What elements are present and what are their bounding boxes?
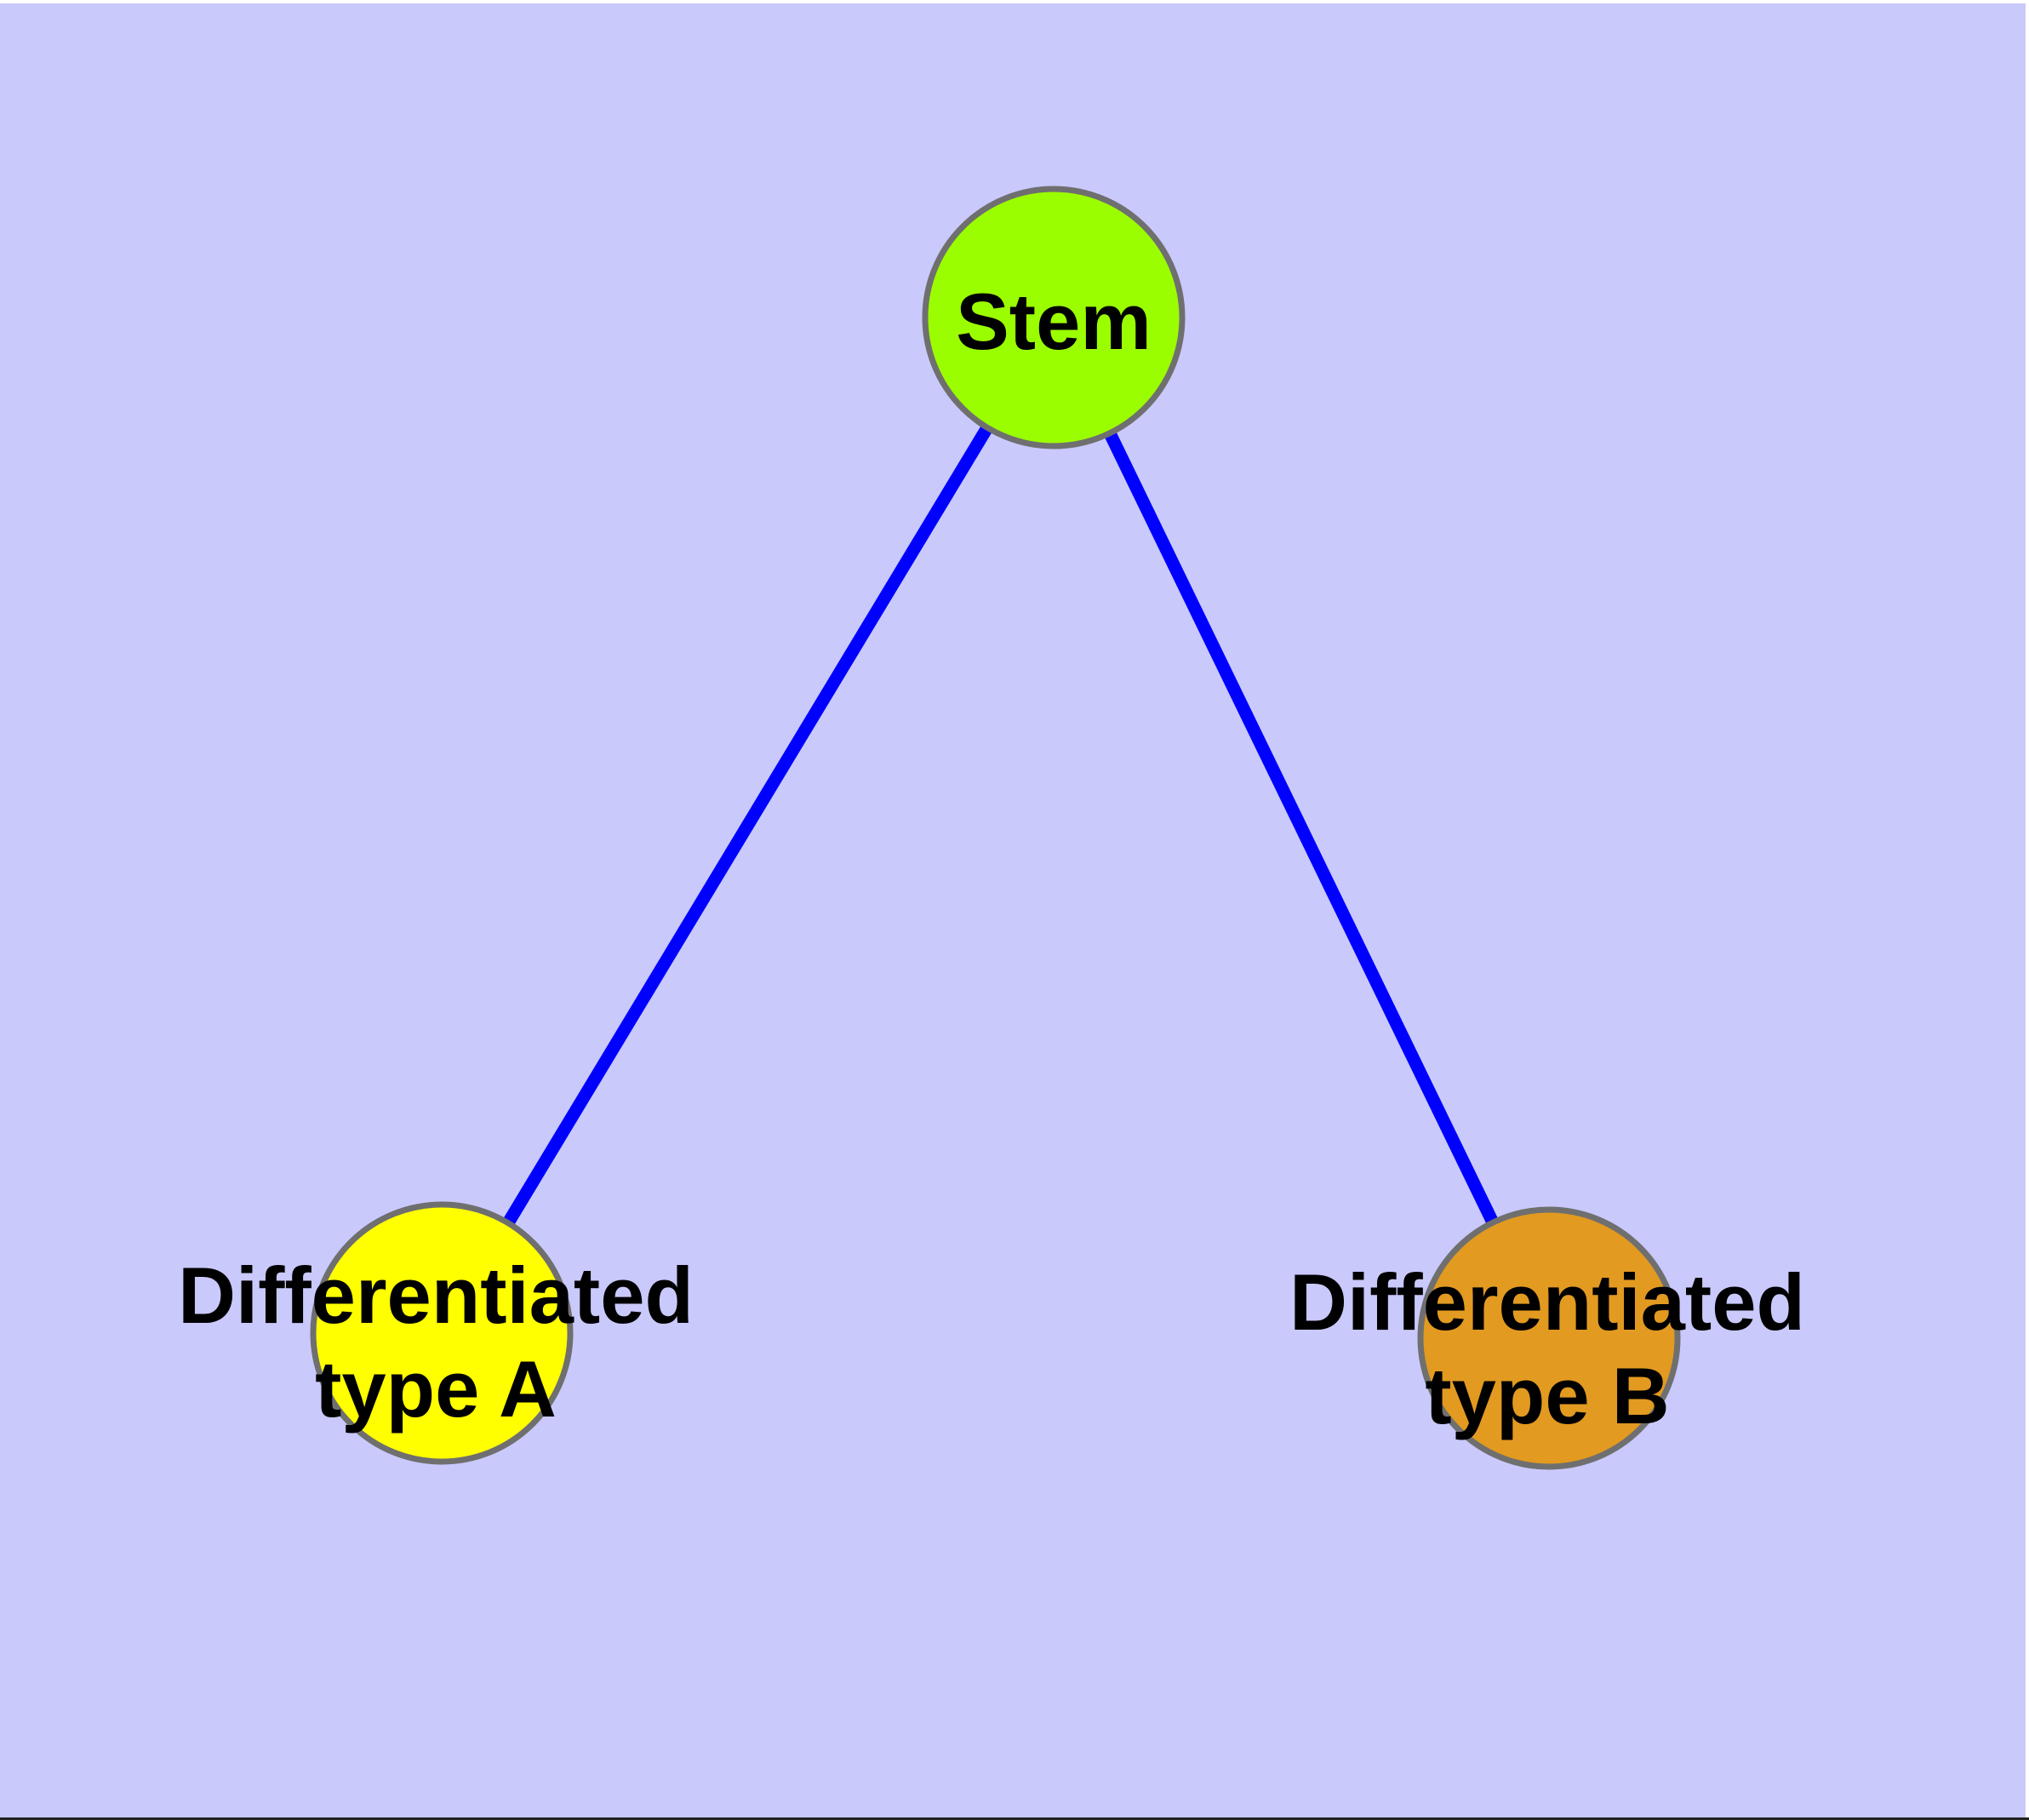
node-type-b-label-line1: Differentiated bbox=[1289, 1257, 1805, 1347]
node-type-b-label: Differentiated type B bbox=[1289, 1256, 1805, 1443]
node-type-a-label: Differentiated type A bbox=[178, 1249, 694, 1436]
edge-stem-to-type-b bbox=[1048, 314, 1555, 1342]
node-stem-circle bbox=[922, 186, 1186, 449]
window-bottom-edge bbox=[0, 1817, 2029, 1820]
node-stem-label-text: Stem bbox=[956, 277, 1152, 366]
node-stem-label: Stem bbox=[956, 275, 1152, 369]
window-right-edge bbox=[2026, 0, 2029, 1820]
node-type-a-label-line1: Differentiated bbox=[178, 1251, 694, 1340]
node-type-b-circle bbox=[1417, 1206, 1681, 1470]
node-type-a-label-line2: type A bbox=[315, 1344, 557, 1434]
edge-stem-to-type-a bbox=[436, 314, 1060, 1336]
window-top-edge bbox=[0, 0, 2029, 3]
node-type-a-circle bbox=[310, 1201, 574, 1465]
node-type-b-label-line2: type B bbox=[1425, 1351, 1670, 1440]
